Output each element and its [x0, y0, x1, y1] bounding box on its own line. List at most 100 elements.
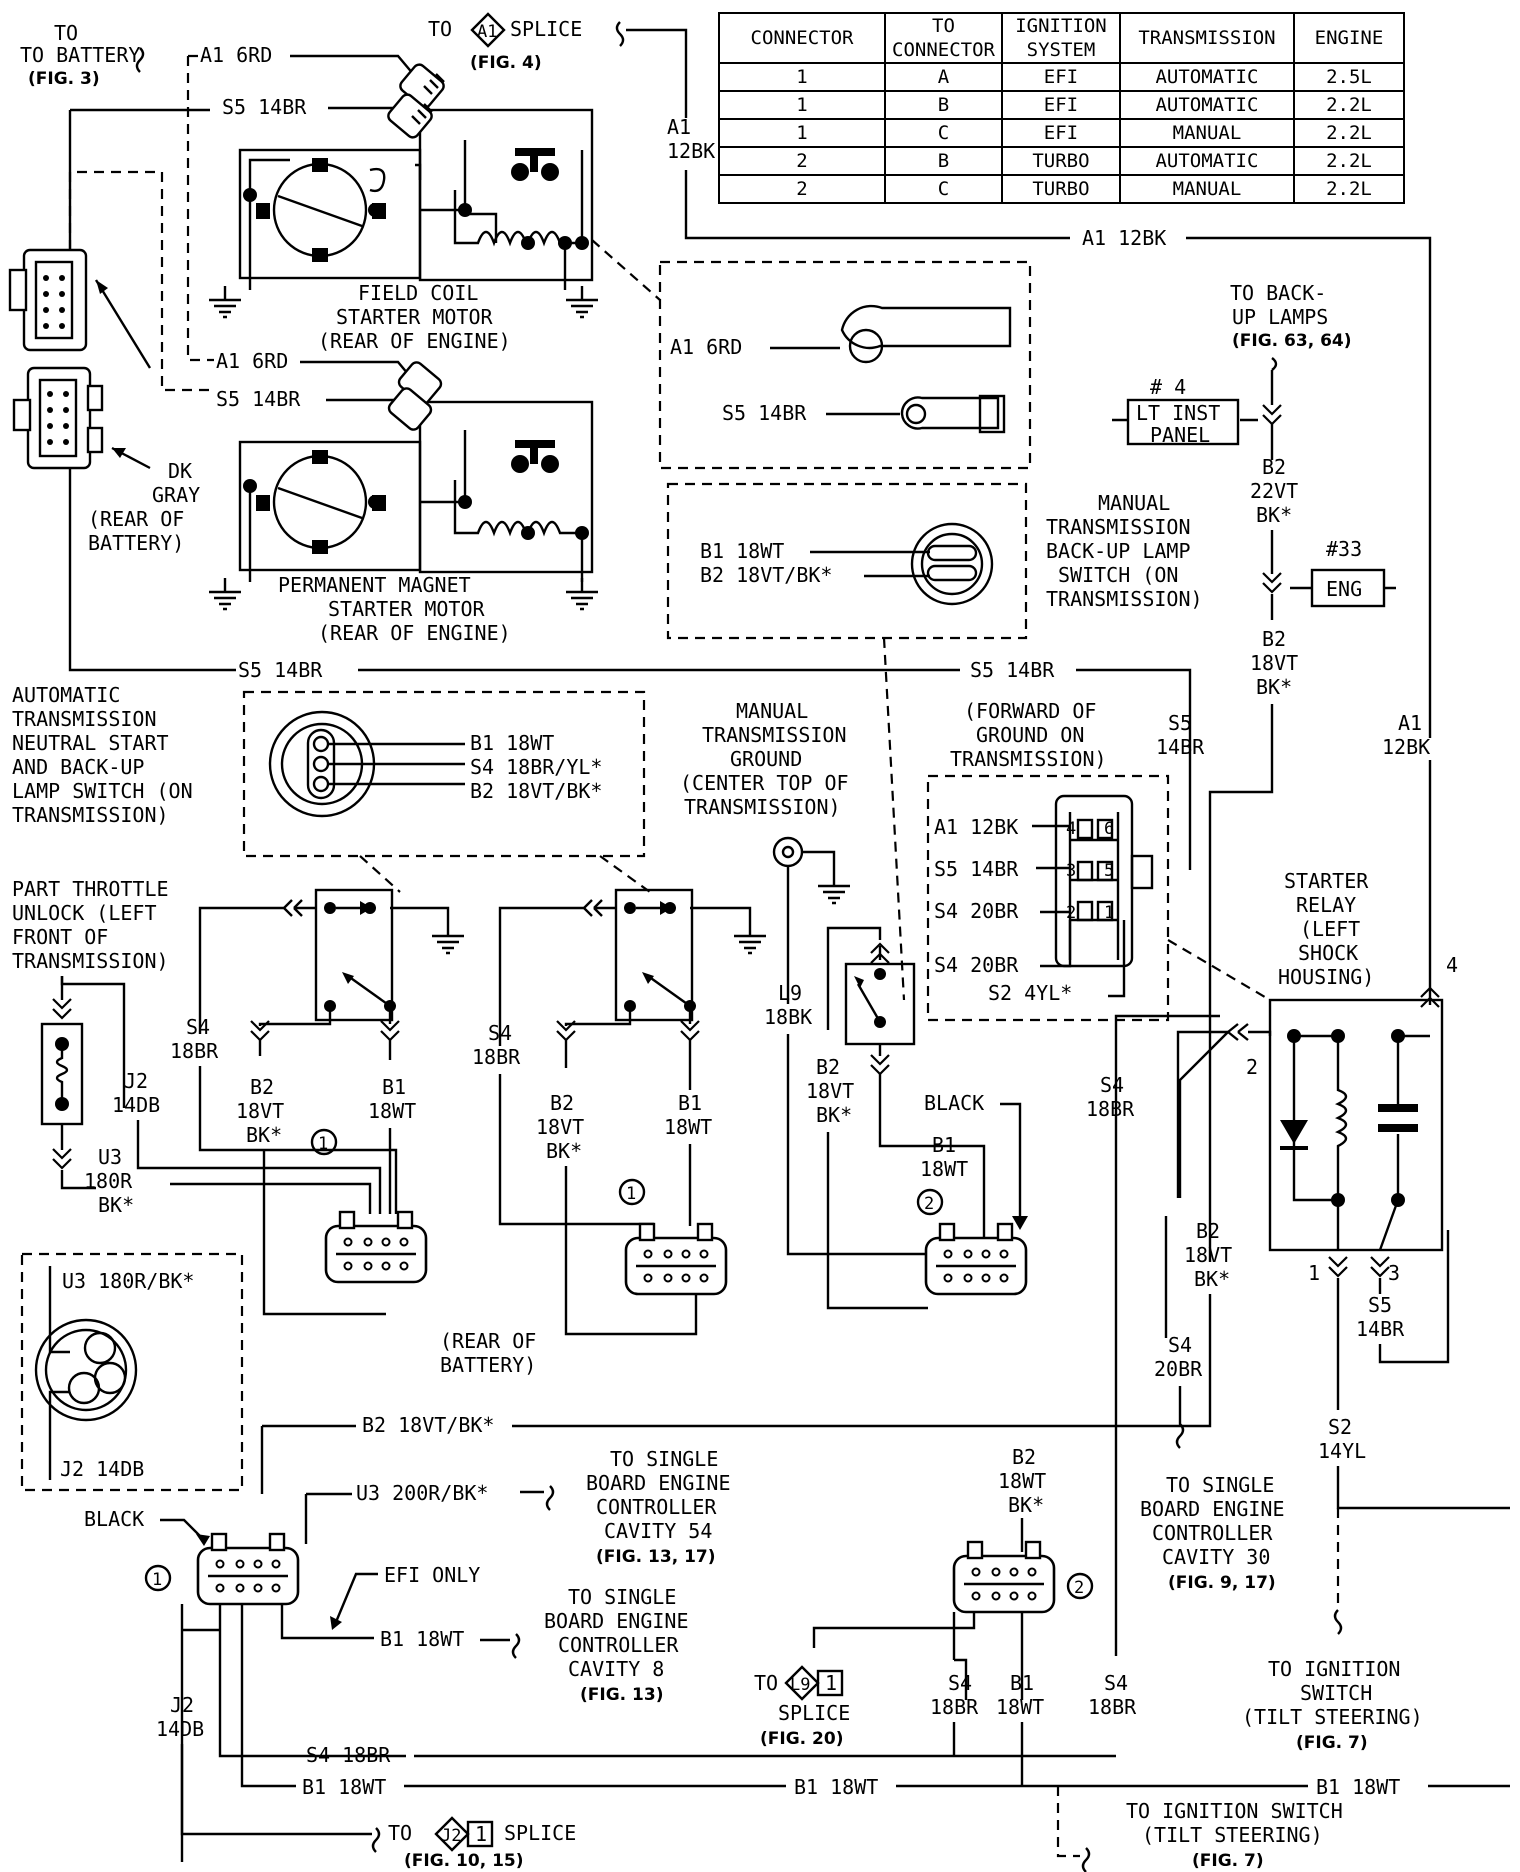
- j2-splice-ref: TO J2 1 SPLICE (FIG. 10, 15): [388, 1816, 576, 1871]
- pin-number: 3: [1066, 861, 1076, 881]
- wire-label: 14DB: [156, 1717, 204, 1741]
- ring-terminal-large: [840, 304, 1012, 350]
- label-text: (TILT STEERING): [1242, 1705, 1423, 1729]
- table-cell: 2.2L: [1292, 90, 1405, 120]
- wire-label: S4 20BR: [934, 953, 1019, 977]
- battery-connector-bottom: [12, 366, 104, 470]
- wire-label: BK*: [1008, 1493, 1044, 1517]
- label-text: TO: [754, 1671, 778, 1695]
- label-text: FIELD COIL: [358, 281, 478, 305]
- table-cell: B: [884, 146, 1003, 176]
- wire-label: A1 6RD: [200, 43, 272, 67]
- wire-label: U3 200R/BK*: [356, 1481, 488, 1505]
- label-text: TO: [54, 21, 78, 45]
- wire-label: B1 18WT: [470, 731, 554, 755]
- field-coil-solenoid: [418, 108, 600, 319]
- label-text: CONTROLLER: [558, 1633, 679, 1657]
- figure-ref: (FIG. 7): [1296, 1733, 1368, 1753]
- label-text: SPLICE: [510, 17, 582, 41]
- label-text: TO: [388, 1821, 412, 1845]
- label-text: (FORWARD OF: [964, 699, 1096, 723]
- label-text: (CENTER TOP OF: [680, 771, 849, 795]
- wire-label: 14DB: [112, 1093, 160, 1117]
- wire-label: S4 18BR: [306, 1743, 391, 1767]
- wire-label: 18VT: [536, 1115, 584, 1139]
- wire-label: L9: [778, 981, 802, 1005]
- label-text: SPLICE: [504, 1821, 576, 1845]
- battery-connector-top: [8, 248, 88, 352]
- wire-label: 14YL: [1318, 1439, 1366, 1463]
- wire-label: 18WT: [664, 1115, 712, 1139]
- a1-splice-ref: TO A1 SPLICE (FIG. 4): [428, 12, 582, 73]
- wire-label: BK*: [1256, 503, 1292, 527]
- table-cell: MANUAL: [1118, 174, 1295, 204]
- wire-label: S5: [1368, 1293, 1392, 1317]
- wire-label: B2: [250, 1075, 274, 1099]
- label-text: BOARD ENGINE: [1140, 1497, 1285, 1521]
- wire-label: BK*: [1194, 1267, 1230, 1291]
- label-text: #33: [1326, 537, 1362, 561]
- label-text: UNLOCK (LEFT: [12, 901, 157, 925]
- connector-id: 2: [1074, 1578, 1084, 1598]
- field-coil-label: FIELD COIL STARTER MOTOR (REAR OF ENGINE…: [318, 281, 511, 353]
- wire-label: 18VT: [1250, 651, 1298, 675]
- auto-trans-switch-2: [498, 888, 768, 1090]
- label-text: CAVITY 30: [1162, 1545, 1270, 1569]
- wire-label: 18BR: [472, 1045, 521, 1069]
- table-cell: AUTOMATIC: [1118, 62, 1295, 92]
- wire-label: A1 12BK: [1082, 226, 1166, 250]
- label-text: TRANSMISSION): [12, 949, 169, 973]
- ground-eyelet: [772, 836, 804, 868]
- label-text: # 4: [1150, 375, 1186, 399]
- wire-label: BK*: [1256, 675, 1292, 699]
- label-text: STARTER MOTOR: [336, 305, 493, 329]
- table-cell: 2: [718, 146, 886, 176]
- wire-label: B2 18VT/BK*: [700, 563, 832, 587]
- wire-label: B2: [816, 1055, 840, 1079]
- figure-ref: (FIG. 4): [470, 53, 542, 73]
- table-cell: TURBO: [1000, 174, 1121, 204]
- label-text: L9: [790, 1675, 810, 1695]
- pin-number: 3: [1388, 1261, 1400, 1285]
- pin-number: 4: [1446, 953, 1458, 977]
- figure-ref: (FIG. 10, 15): [404, 1851, 524, 1871]
- wire-label: S2: [1328, 1415, 1352, 1439]
- label-text: AUTOMATIC: [12, 683, 120, 707]
- header-engine: ENGINE: [1292, 12, 1405, 64]
- label-text: J2: [441, 1826, 461, 1846]
- ring-terminal-small: [900, 396, 1000, 430]
- label-text: TRANSMISSION: [12, 707, 157, 731]
- wire-label: B1 18WT: [1316, 1775, 1400, 1799]
- label-text: PANEL: [1150, 423, 1210, 447]
- mt-ground-label: MANUAL TRANSMISSION GROUND (CENTER TOP O…: [680, 699, 849, 819]
- table-cell: 2.2L: [1292, 146, 1405, 176]
- label-text: BLACK: [924, 1091, 984, 1115]
- backup-lamps-ref: TO BACK- UP LAMPS (FIG. 63, 64): [1230, 281, 1352, 351]
- label-text: BOARD ENGINE: [544, 1609, 689, 1633]
- label-text: BLACK: [84, 1507, 144, 1531]
- label-text: (REAR OF ENGINE): [318, 621, 511, 645]
- wire-label: B1: [932, 1133, 956, 1157]
- wire-label: 14BR: [1356, 1317, 1405, 1341]
- label-text: TRANSMISSION): [950, 747, 1107, 771]
- wire-label: S5 14BR: [934, 857, 1019, 881]
- label-text: TO: [428, 17, 452, 41]
- label-text: BOARD ENGINE: [586, 1471, 731, 1495]
- connector-1-b: [624, 1222, 728, 1296]
- pin-number: 1: [1104, 903, 1114, 923]
- table-cell: 2.2L: [1292, 118, 1405, 148]
- table-cell: 2.2L: [1292, 174, 1405, 204]
- label-text: SWITCH (ON: [1058, 563, 1178, 587]
- wire-label: B2 18VT/BK*: [362, 1413, 494, 1437]
- pin-number: 5: [1104, 861, 1114, 881]
- label-text: TO SINGLE: [568, 1585, 676, 1609]
- label-text: (REAR OF: [440, 1329, 536, 1353]
- wire-label: 18BR: [170, 1039, 219, 1063]
- label-text: SHOCK: [1298, 941, 1358, 965]
- connector-1-bottom: [196, 1532, 300, 1606]
- table-cell: B: [884, 90, 1003, 120]
